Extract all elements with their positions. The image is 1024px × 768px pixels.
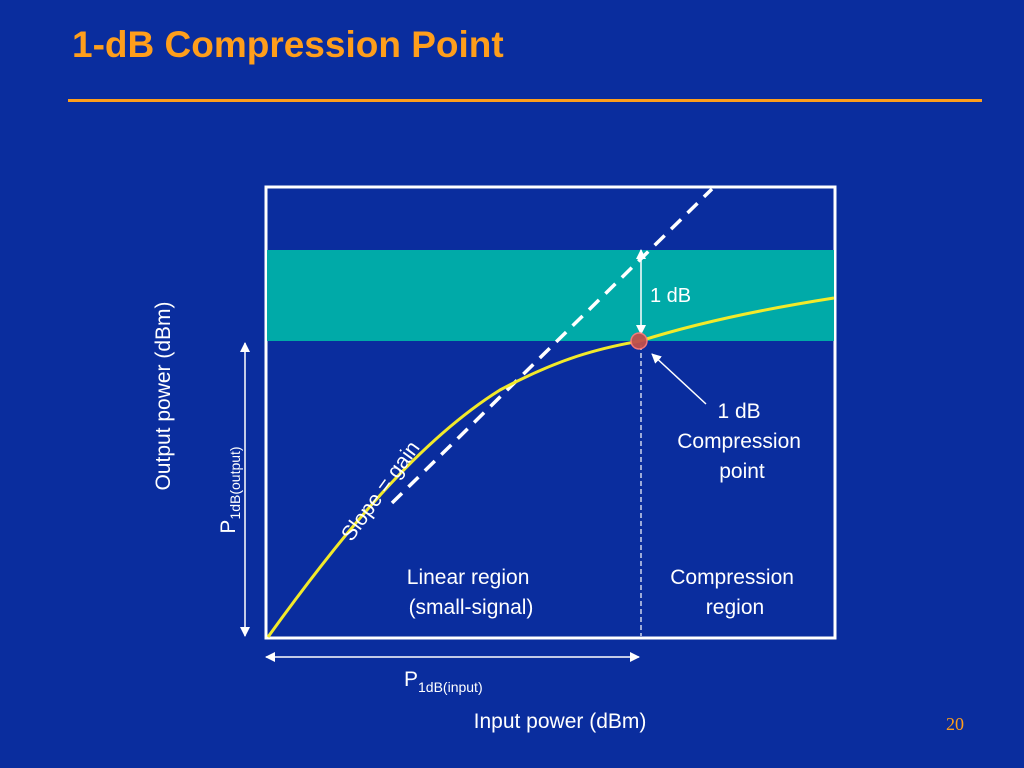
compression-point-label-line: point	[719, 460, 765, 483]
p1db-input-main: P	[404, 668, 418, 691]
y-axis-label: Output power (dBm)	[152, 301, 175, 490]
p1db-output-label: P1dB(output)	[217, 446, 243, 533]
x-axis-label: Input power (dBm)	[474, 710, 647, 733]
p1db-output-main: P	[217, 520, 240, 534]
compression-point-label-line: 1 dB	[717, 400, 760, 423]
p1db-input-sub: 1dB(input)	[418, 679, 483, 695]
compression-point-marker	[630, 332, 648, 350]
p1db-input-label: P1dB(input)	[404, 668, 483, 695]
compression-curve	[266, 296, 835, 638]
one-db-label: 1 dB	[650, 285, 691, 307]
title-underline	[68, 99, 982, 102]
compression-point-label-line: Compression	[677, 430, 801, 453]
page-number: 20	[946, 714, 964, 734]
linear-region-label-line: Linear region	[407, 566, 530, 589]
compression-point-pointer-arrow	[651, 353, 707, 405]
linear-region-label: Linear region (small-signal)	[407, 566, 535, 619]
p1db-output-sub: 1dB(output)	[227, 446, 243, 519]
compression-region-label: Compression region	[670, 566, 800, 619]
linear-gain-dashed-line	[390, 187, 714, 505]
compression-point-label: 1 dB Compression point	[677, 400, 807, 483]
slide-title: 1-dB Compression Point	[72, 24, 504, 65]
compression-region-label-line: region	[706, 596, 764, 619]
one-db-band	[267, 250, 834, 341]
linear-region-label-line: (small-signal)	[409, 596, 534, 619]
compression-region-label-line: Compression	[670, 566, 794, 589]
